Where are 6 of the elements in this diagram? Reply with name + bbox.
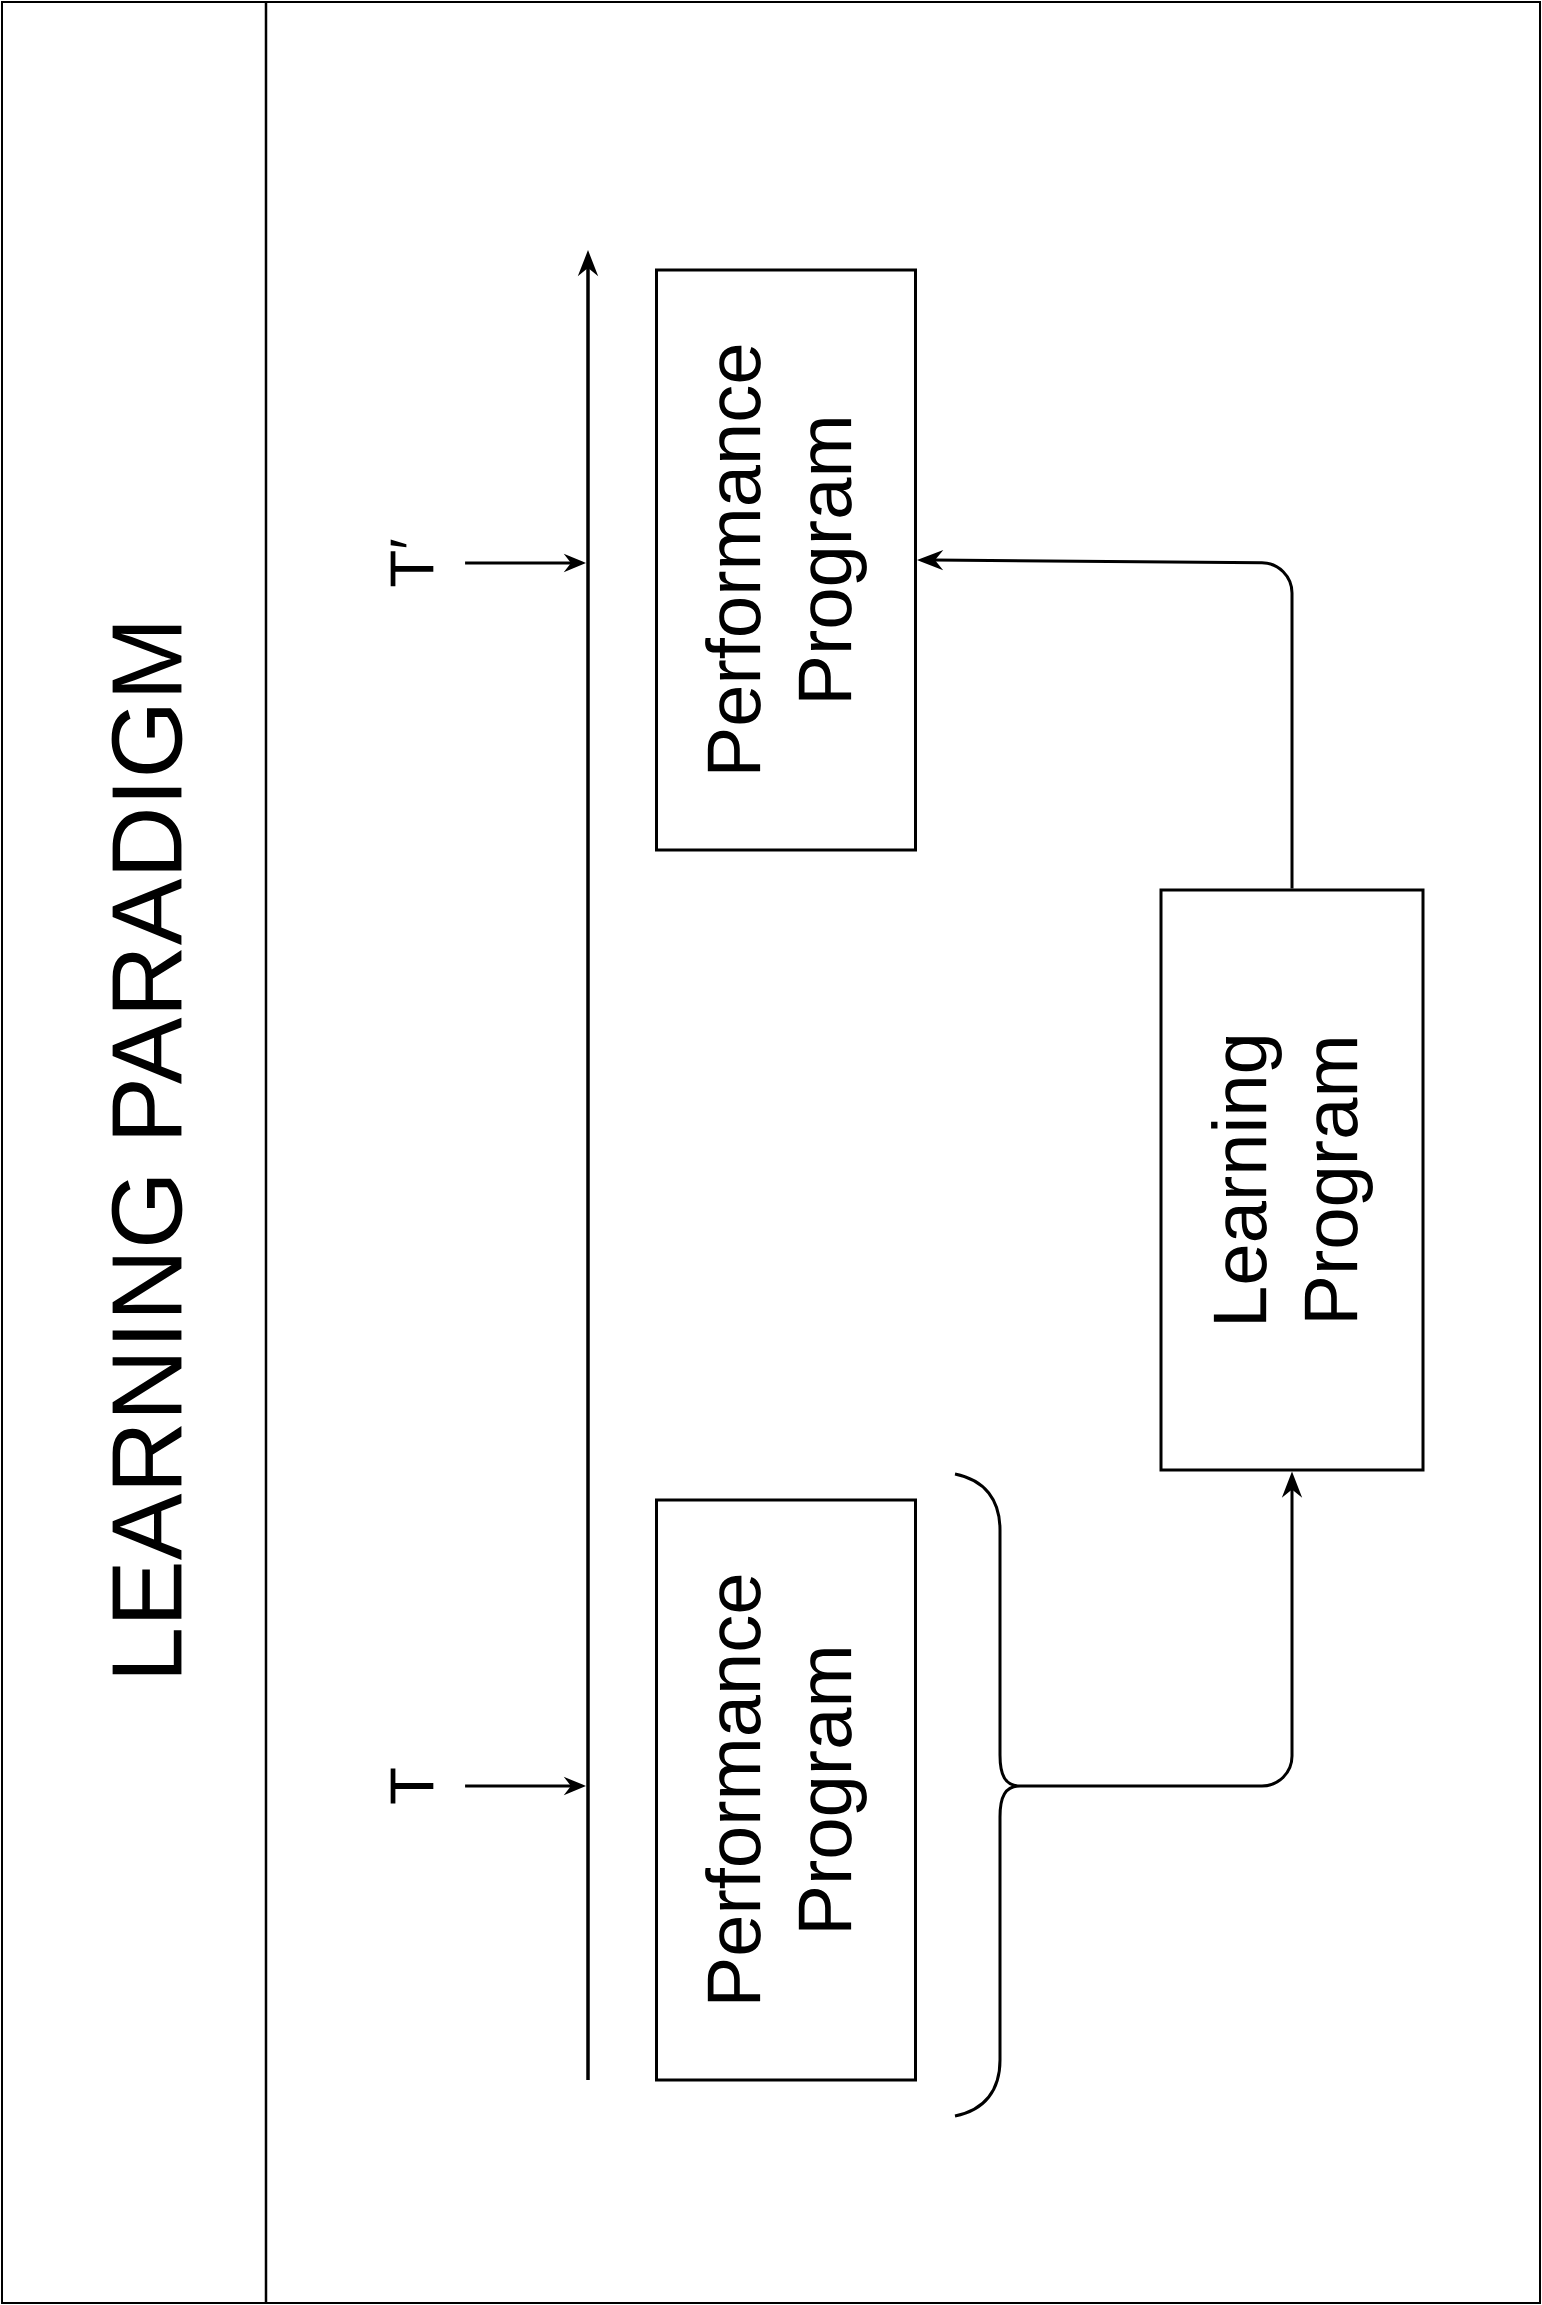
process-box: Learning Program <box>1159 888 1425 1472</box>
process-box: Performance Program <box>655 1498 917 2082</box>
title: LEARNING PARADIGM <box>111 625 183 1675</box>
time-label: T′ <box>390 539 434 587</box>
process-box: Performance Program <box>655 268 917 852</box>
time-label: T <box>390 1768 434 1804</box>
